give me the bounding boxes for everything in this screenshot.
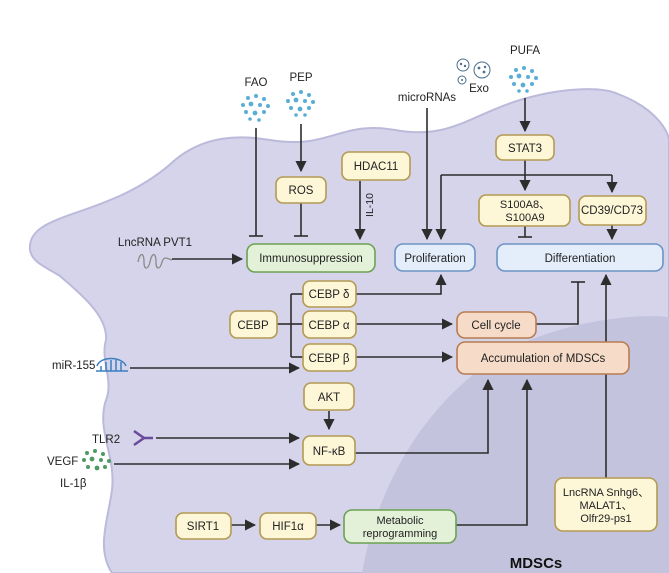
differentiation-label: Differentiation bbox=[545, 253, 616, 265]
stat3-label: STAT3 bbox=[508, 143, 542, 155]
fao-molecule-cluster-icon bbox=[241, 94, 270, 122]
micrornas-label: microRNAs bbox=[398, 92, 456, 104]
pufa-molecule-cluster-icon bbox=[509, 66, 538, 93]
akt-node bbox=[303, 382, 355, 411]
s100-node bbox=[478, 194, 571, 227]
accumulation-label: Accumulation of MDSCs bbox=[481, 353, 606, 365]
hif1a-node bbox=[259, 512, 317, 540]
stat3-node bbox=[495, 134, 555, 161]
cebp-beta-node bbox=[302, 343, 357, 372]
exosome-icon bbox=[456, 58, 491, 85]
pep-label: PEP bbox=[289, 72, 312, 84]
metabolic-node bbox=[343, 509, 457, 544]
s100-label-line1: S100A8、 bbox=[500, 199, 550, 211]
proliferation-label: Proliferation bbox=[404, 253, 465, 265]
exo-label: Exo bbox=[469, 83, 489, 95]
ros-label: ROS bbox=[289, 185, 314, 197]
node-boxes bbox=[175, 134, 664, 544]
akt-label: AKT bbox=[318, 392, 340, 404]
il10-label: IL-10 bbox=[364, 193, 376, 217]
immunosuppression-label: Immunosuppression bbox=[259, 253, 363, 265]
rna-strand-icon bbox=[137, 253, 173, 269]
cebp-delta-node bbox=[302, 280, 357, 308]
sirt1-label: SIRT1 bbox=[187, 521, 219, 533]
node-labels: ROS HDAC11 STAT3 S100A8、 S100A9 CD39/CD7… bbox=[187, 143, 649, 540]
mir155-label: miR-155 bbox=[52, 360, 95, 372]
lncrna-snhg6-label-line2: MALAT1、 bbox=[580, 500, 633, 512]
cebp-label: CEBP bbox=[237, 320, 269, 332]
vegf-molecule-cluster-icon bbox=[82, 449, 111, 471]
microrna-hairpin-icon bbox=[96, 357, 128, 372]
tlr2-label: TLR2 bbox=[92, 434, 120, 446]
cell-cycle-node bbox=[456, 311, 537, 339]
lncrna-pvt1-label: LncRNA PVT1 bbox=[118, 237, 192, 249]
nfkb-label: NF-κB bbox=[313, 446, 346, 458]
metabolic-label-line1: Metabolic bbox=[376, 515, 424, 527]
s100-label-line2: S100A9 bbox=[505, 212, 544, 224]
vegf-label: VEGF bbox=[47, 456, 78, 468]
immunosuppression-node bbox=[246, 243, 376, 273]
cebp-alpha-label: CEBP α bbox=[309, 320, 350, 332]
fao-label: FAO bbox=[244, 77, 267, 89]
pufa-label: PUFA bbox=[510, 45, 540, 57]
mdscs-title: MDSCs bbox=[510, 555, 563, 572]
nfkb-node bbox=[302, 435, 356, 466]
cebp-beta-label: CEBP β bbox=[309, 353, 350, 365]
cell-cycle-label: Cell cycle bbox=[471, 320, 520, 332]
differentiation-node bbox=[496, 243, 664, 272]
receptor-icon bbox=[133, 429, 153, 447]
cebp-node bbox=[229, 310, 278, 339]
proliferation-node bbox=[394, 243, 476, 272]
cd39-label: CD39/CD73 bbox=[581, 205, 643, 217]
connectors bbox=[114, 98, 618, 531]
accumulation-node bbox=[456, 341, 630, 375]
pep-molecule-cluster-icon bbox=[286, 90, 315, 117]
lncrna-snhg6-label-line1: LncRNA Snhg6、 bbox=[563, 487, 649, 499]
lncrna-snhg6-label-line3: Olfr29-ps1 bbox=[580, 513, 631, 525]
cd39-node bbox=[578, 195, 647, 226]
metabolic-label-line2: reprogramming bbox=[363, 528, 438, 540]
free-labels: FAO PEP microRNAs Exo PUFA LncRNA PVT1 I… bbox=[47, 45, 562, 572]
lncrna-snhg6-node bbox=[554, 477, 658, 532]
ros-node bbox=[275, 176, 327, 204]
hdac11-node bbox=[341, 151, 411, 181]
hdac11-label: HDAC11 bbox=[354, 161, 399, 173]
cebp-delta-label: CEBP δ bbox=[309, 289, 350, 301]
sirt1-node bbox=[175, 512, 232, 540]
cebp-alpha-node bbox=[302, 310, 357, 339]
hif1a-label: HIF1α bbox=[272, 521, 304, 533]
il1b-label: IL-1β bbox=[60, 478, 87, 490]
